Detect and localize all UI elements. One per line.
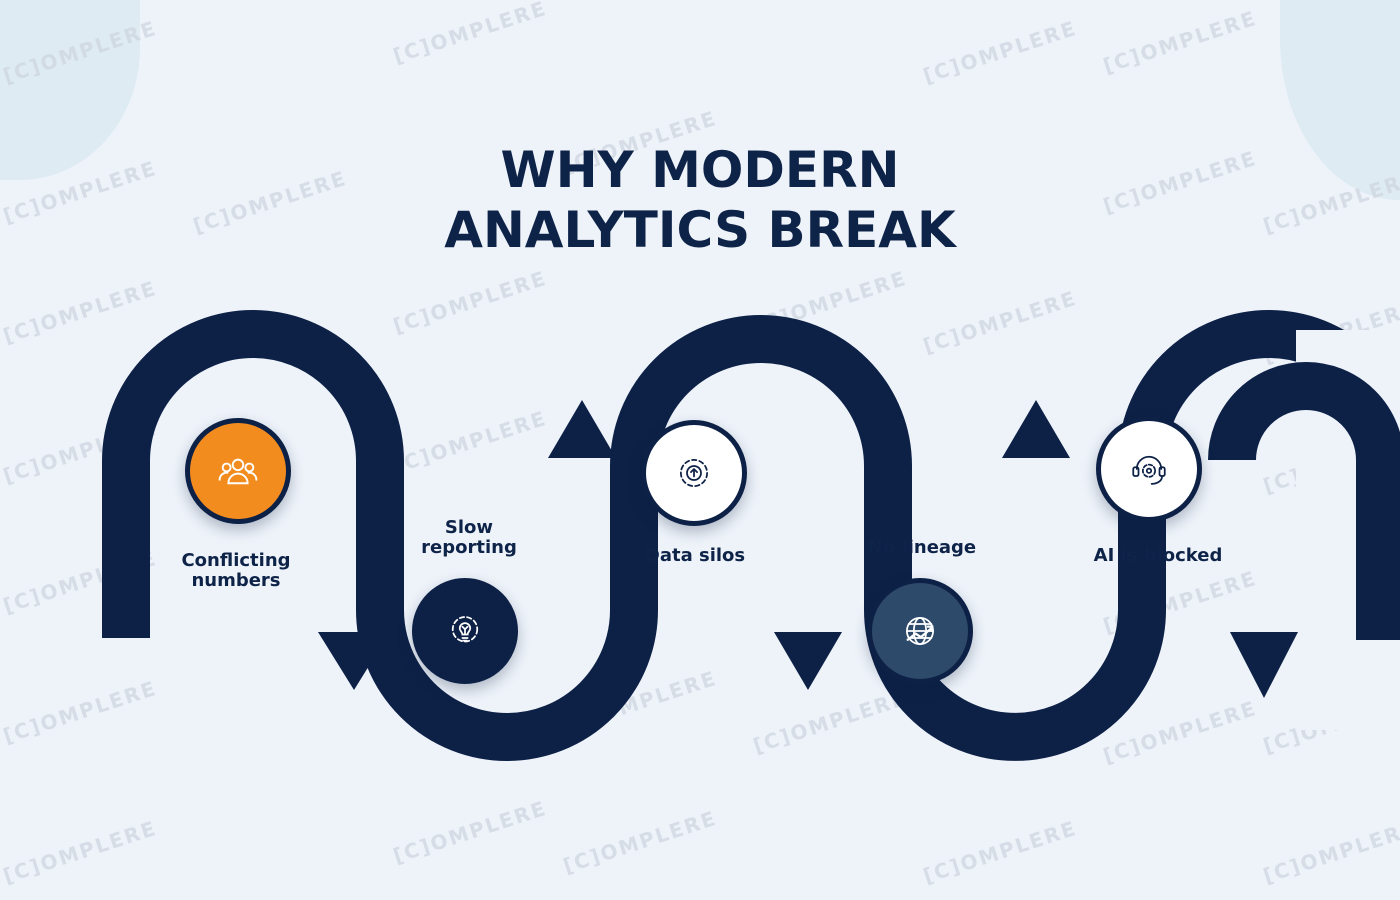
step-2-node (412, 578, 518, 684)
title-line-2: ANALYTICS BREAK (444, 201, 956, 259)
page-title: WHY MODERN ANALYTICS BREAK (0, 140, 1400, 260)
end-arrowhead (1230, 632, 1298, 698)
flow-path-tail (1208, 362, 1400, 640)
users-group-icon (218, 458, 258, 485)
up-arrowhead-2 (1002, 400, 1070, 458)
gear-upload-icon (680, 459, 708, 487)
step-3-label: Data silos (644, 545, 746, 566)
down-arrowhead-1 (318, 632, 390, 690)
up-arrowhead-1 (548, 400, 616, 458)
flow-path-line (102, 310, 1400, 761)
step-5-node (1096, 416, 1202, 522)
step-1-node (185, 418, 291, 524)
step-1-label: Conflicting numbers (181, 550, 291, 591)
down-arrowhead-2 (774, 632, 842, 690)
globe-trend-icon (906, 617, 934, 645)
step-4-node (867, 578, 973, 684)
step-2-label: Slow reporting (421, 517, 517, 558)
title-line-1: WHY MODERN (500, 141, 900, 199)
step-5-label: AI is blocked (1093, 545, 1223, 566)
step-3-node (641, 420, 747, 526)
headset-gear-icon (1132, 455, 1166, 485)
gear-bulb-icon (451, 616, 479, 643)
step-4-label: No lineage (867, 537, 977, 558)
